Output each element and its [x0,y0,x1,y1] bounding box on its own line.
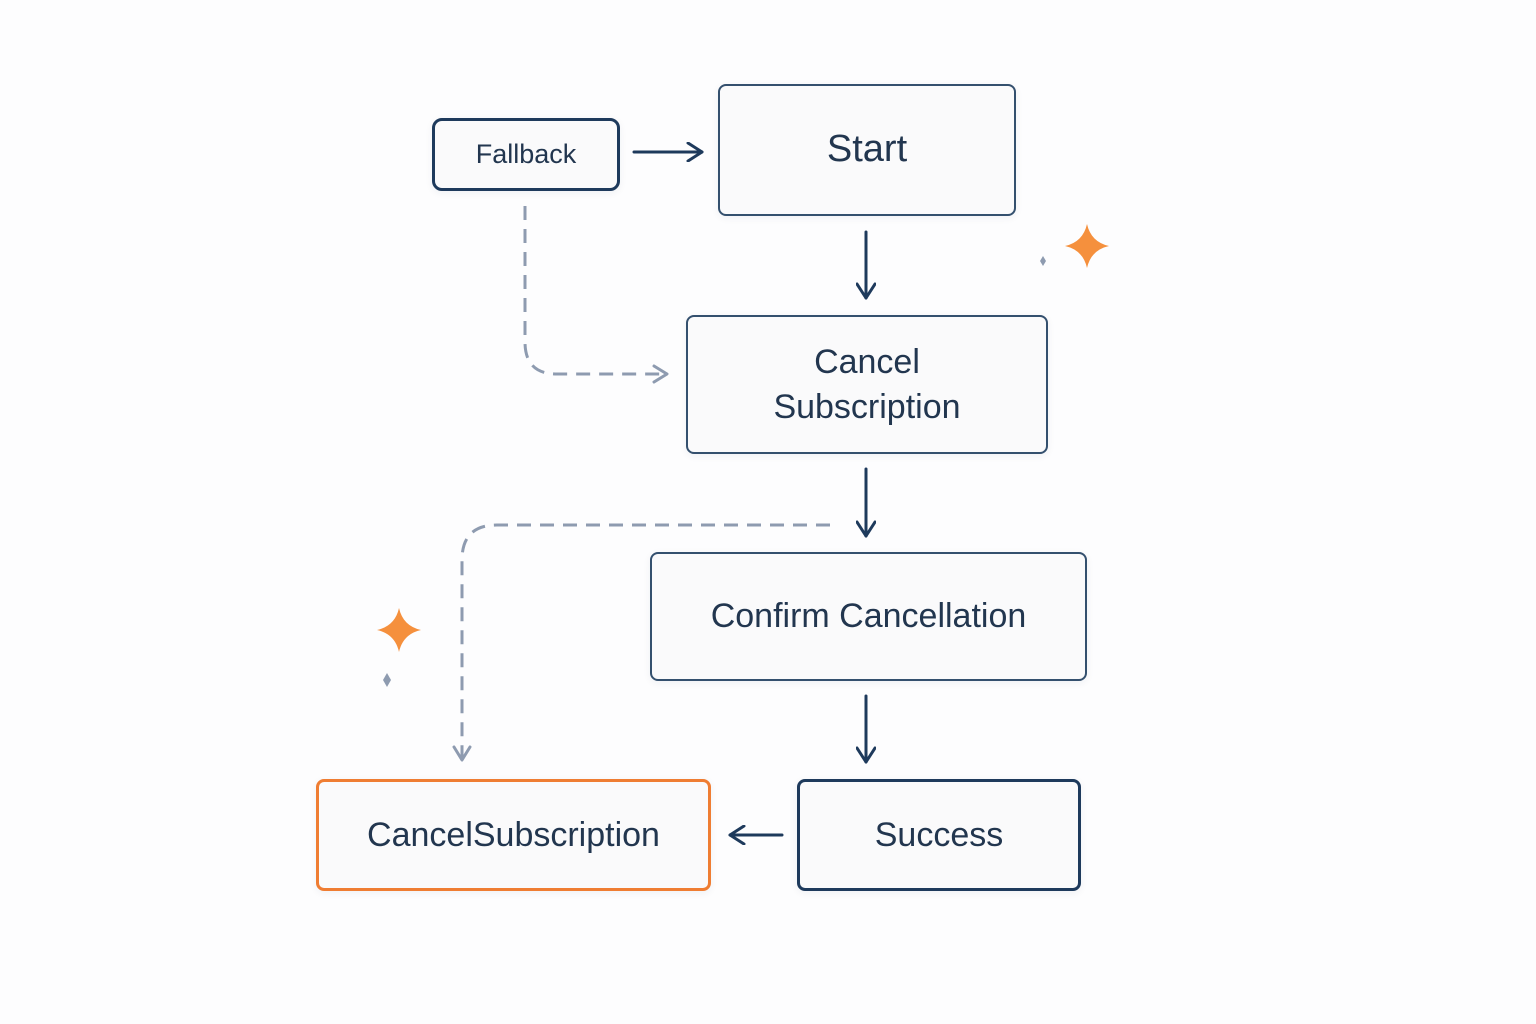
node-confirm-cancellation[interactable]: Confirm Cancellation [650,552,1087,681]
dot-icon [1040,256,1046,266]
dot-icon [383,673,391,687]
node-start-label: Start [826,128,908,171]
node-start[interactable]: Start [718,84,1016,216]
node-cancelsubscription-final-label: CancelSubscription [367,815,660,854]
node-cancelsubscription-final[interactable]: CancelSubscription [316,779,711,891]
edge-fallback-to-cancel-subscription [523,206,669,384]
node-success-label: Success [874,815,1004,854]
node-cancel-subscription-label: Cancel Subscription [773,340,960,428]
sparkle-icon [1065,224,1109,268]
node-fallback[interactable]: Fallback [432,118,620,191]
node-success[interactable]: Success [797,779,1081,891]
sparkle-icon [377,608,421,652]
node-cancel-subscription-line2: Subscription [773,387,961,426]
node-confirm-cancellation-label: Confirm Cancellation [710,597,1027,636]
edge-cancel-subscription-to-final [452,523,830,762]
node-fallback-label: Fallback [475,138,577,169]
node-cancel-subscription-line1: Cancel [814,343,920,382]
node-cancel-subscription[interactable]: Cancel Subscription [686,315,1048,454]
